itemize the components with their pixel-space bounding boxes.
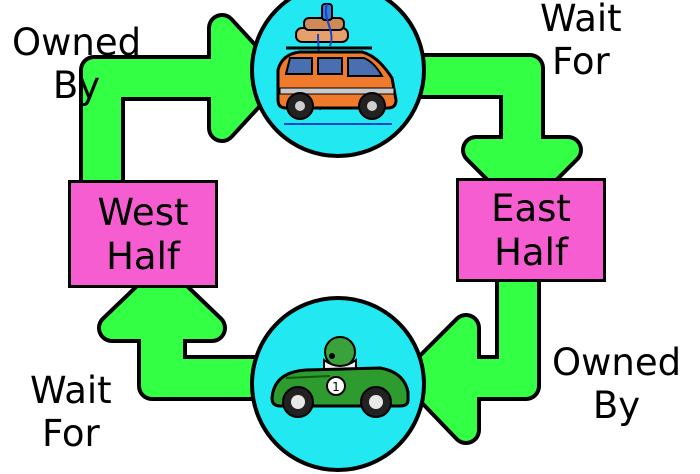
van-resource-node [250,0,426,158]
arrow-van-to-east [405,53,583,211]
edge-label-bottom-right-line1: Owned [552,341,682,384]
edge-label-bottom-right-line2: By [592,383,641,427]
edge-label-bottom-right: Owned By [552,341,682,427]
arrow-west-to-van [79,13,283,197]
edge-label-bottom-left: Wait For [30,369,112,455]
edge-label-bottom-left-line2: For [41,411,100,455]
edge-label-top-right: Wait For [540,0,622,83]
west-half-line1: West [97,191,189,234]
edge-label-top-left: Owned By [12,21,142,107]
arrow-car-to-west [97,265,281,401]
edge-label-top-left-line1: Owned [12,21,142,64]
van-icon [276,3,398,125]
svg-text:1: 1 [332,380,340,394]
east-half-line1: East [491,187,571,230]
edge-label-top-right-line2: For [551,39,610,83]
edge-label-bottom-left-line1: Wait [30,369,112,412]
east-half-line2: Half [494,231,568,275]
race-car-icon: 1 [270,336,410,418]
edge-label-top-left-line2: By [52,63,101,107]
west-half-node: West Half [68,180,218,288]
race-car-resource-node: 1 [250,296,426,472]
arrow-east-to-car [401,267,541,445]
east-half-node: East Half [456,178,606,282]
west-half-line2: Half [106,235,180,279]
edge-label-top-right-line1: Wait [540,0,622,40]
